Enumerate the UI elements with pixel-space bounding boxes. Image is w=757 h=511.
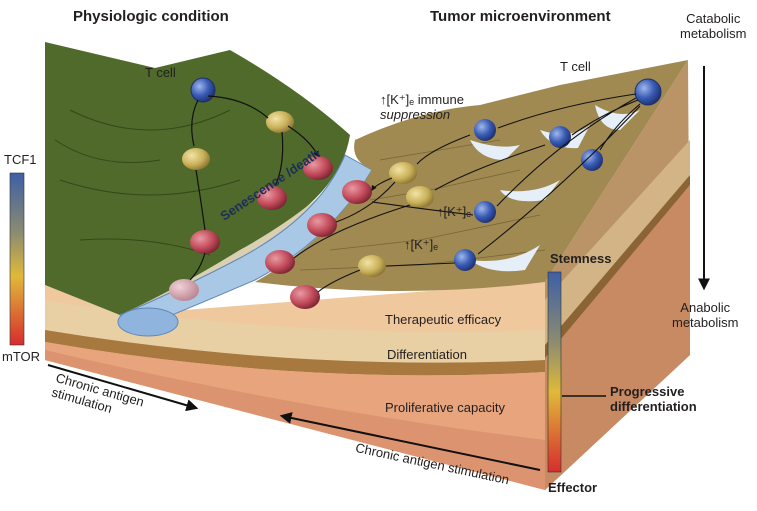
k-plus-label-1: ↑[K⁺]ₑ <box>437 204 472 219</box>
effector-cell <box>342 180 372 204</box>
right-scale-bar <box>547 271 562 473</box>
anabolic-line2: metabolism <box>672 314 739 330</box>
effector-label: Effector <box>548 480 598 495</box>
catabolic-line1: Catabolic <box>686 11 741 26</box>
dying-cell <box>169 279 199 301</box>
effector-cell <box>303 156 333 180</box>
river-pool <box>117 307 179 337</box>
left-scale-bar <box>9 172 25 346</box>
left-scale-top-label: TCF1 <box>4 152 37 167</box>
naive-cell <box>474 201 496 223</box>
block-front-face <box>45 282 545 490</box>
tumor-cell-pathway <box>265 78 662 309</box>
progressive-line1: Progressive <box>610 384 685 399</box>
anabolic-label: Anabolic metabolism <box>672 300 739 330</box>
memory-cell <box>358 255 386 277</box>
naive-cell <box>581 149 603 171</box>
catabolic-line2: metabolism <box>680 25 747 41</box>
memory-cell <box>266 111 294 133</box>
effector-cell <box>307 213 337 237</box>
immune-suppression-label: ↑[K⁺]ₑ immune suppression <box>380 92 464 122</box>
chronic-front-arrow <box>47 364 199 412</box>
t-cell-right-label: T cell <box>560 59 591 74</box>
catabolic-label: Catabolic metabolism <box>680 11 747 41</box>
naive-cell <box>474 119 496 141</box>
effector-cell <box>190 230 220 254</box>
chronic-bottom-arrow <box>279 412 541 471</box>
left-cell-pathway <box>169 77 333 301</box>
left-scale-bottom-label: mTOR <box>2 349 41 364</box>
progressive-differentiation-label: Progressive differentiation <box>610 384 697 414</box>
t-cell-right <box>634 78 662 106</box>
physiologic-heading: Physiologic condition <box>73 8 229 25</box>
naive-cell <box>454 249 476 271</box>
t-cell-left <box>190 77 216 103</box>
therapeutic-efficacy-label: Therapeutic efficacy <box>385 312 502 327</box>
effector-cell <box>265 250 295 274</box>
effector-cell <box>257 186 287 210</box>
immune-suppression-line1: ↑[K⁺]ₑ immune <box>380 92 464 107</box>
memory-cell <box>182 148 210 170</box>
stemness-label: Stemness <box>550 251 612 266</box>
effector-cell <box>290 285 320 309</box>
naive-cell <box>549 126 571 148</box>
proliferative-capacity-label: Proliferative capacity <box>385 400 505 415</box>
immune-suppression-line2: suppression <box>380 106 451 122</box>
memory-cell <box>406 186 434 208</box>
t-cell-left-label: T cell <box>145 65 176 80</box>
memory-cell <box>389 162 417 184</box>
differentiation-label: Differentiation <box>387 347 467 362</box>
anabolic-line1: Anabolic <box>680 300 731 315</box>
k-plus-label-2: ↑[K⁺]ₑ <box>404 237 439 252</box>
tumor-heading: Tumor microenvironment <box>430 8 611 25</box>
progressive-line2: differentiation <box>610 398 697 414</box>
block-right-face <box>545 60 690 490</box>
